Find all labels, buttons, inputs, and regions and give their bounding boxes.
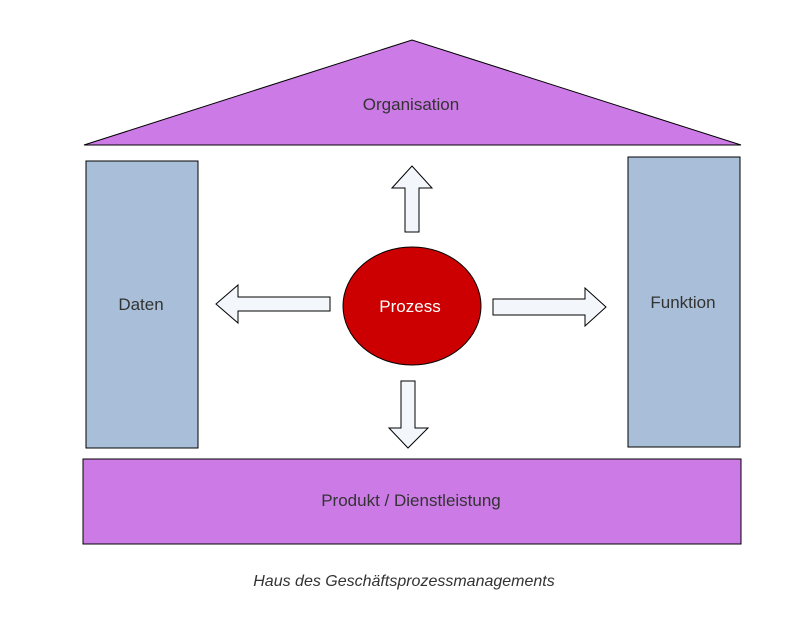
roof-label: Organisation [363, 95, 459, 114]
base-label: Produkt / Dienstleistung [321, 491, 501, 510]
arrow-right[interactable] [492, 286, 607, 328]
left-pillar[interactable] [85, 160, 199, 449]
arrow-left[interactable] [215, 283, 331, 325]
process-circle[interactable] [342, 246, 482, 366]
process-label: Prozess [379, 297, 440, 316]
arrow-up[interactable] [390, 165, 434, 233]
arrow-down[interactable] [387, 380, 430, 449]
right-pillar-label: Funktion [650, 293, 715, 312]
diagram-caption: Haus des Geschäftsprozessmanagements [253, 573, 554, 590]
base-block[interactable] [82, 458, 742, 545]
roof-triangle[interactable] [83, 39, 742, 146]
right-pillar[interactable] [627, 156, 741, 448]
left-pillar-label: Daten [118, 295, 163, 314]
